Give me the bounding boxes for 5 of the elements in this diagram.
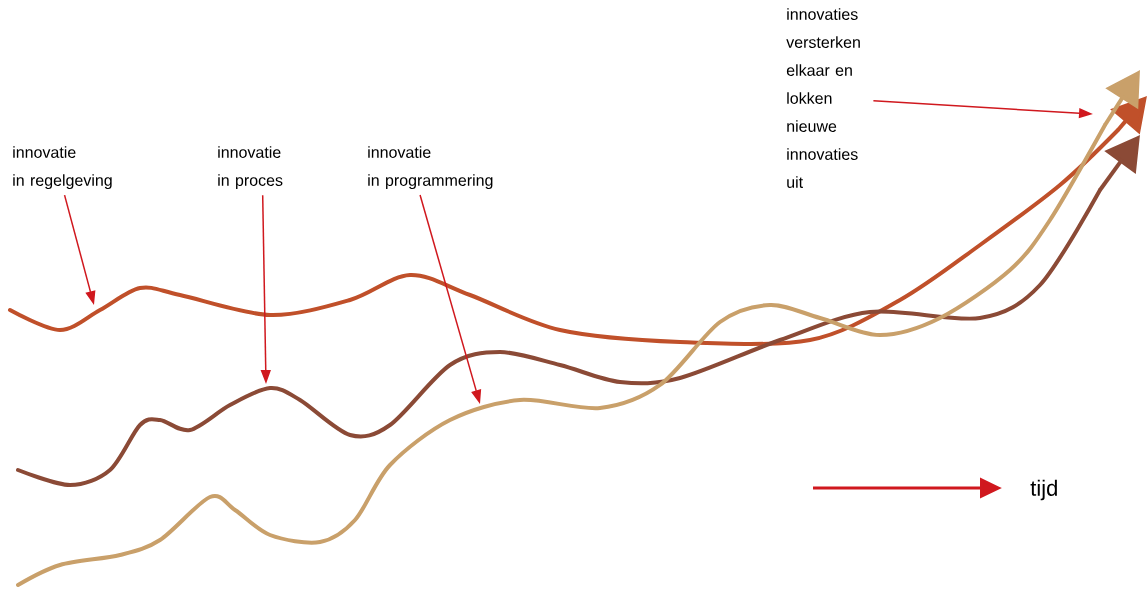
annotation-text: innovatie in proces	[218, 146, 283, 190]
annotation-text: innovatie in regelgeving	[13, 146, 112, 190]
annotation-text: innovatie in programmering	[368, 146, 493, 190]
axis-label: tijd	[1030, 479, 1057, 501]
annotation-text: innovaties versterken elkaar en lokken nieuwe innovaties uit	[786, 8, 860, 188]
